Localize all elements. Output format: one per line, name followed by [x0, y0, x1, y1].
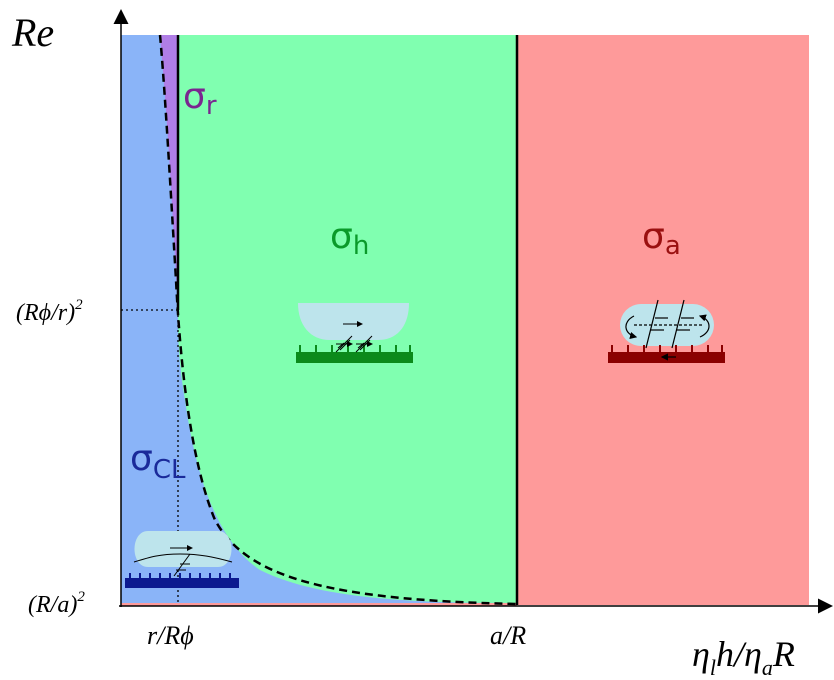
region-r-label: σr: [183, 76, 217, 121]
boundary-cl-dashed: [158, 34, 518, 606]
y-axis-title: Re: [11, 10, 54, 55]
cloaking-droplet-icon: [125, 531, 239, 588]
y-tick-upper: (Rϕ/r)2: [16, 297, 83, 326]
x-tick-left: r/Rϕ: [147, 621, 194, 650]
region-r-fill: [160, 35, 178, 310]
hydrodynamic-droplet-icon: [296, 303, 413, 363]
bottom-strip: [121, 603, 517, 606]
y-tick-lower: (R/a)2: [28, 589, 85, 618]
x-tick-right: a/R: [490, 621, 526, 650]
region-h-label: σh: [330, 216, 369, 261]
region-cl-label: σCL: [130, 438, 186, 485]
air-cushion-droplet-icon: [608, 299, 725, 363]
region-a-label: σa: [642, 216, 681, 261]
x-axis-title: ηlh/ηaR: [692, 634, 795, 680]
